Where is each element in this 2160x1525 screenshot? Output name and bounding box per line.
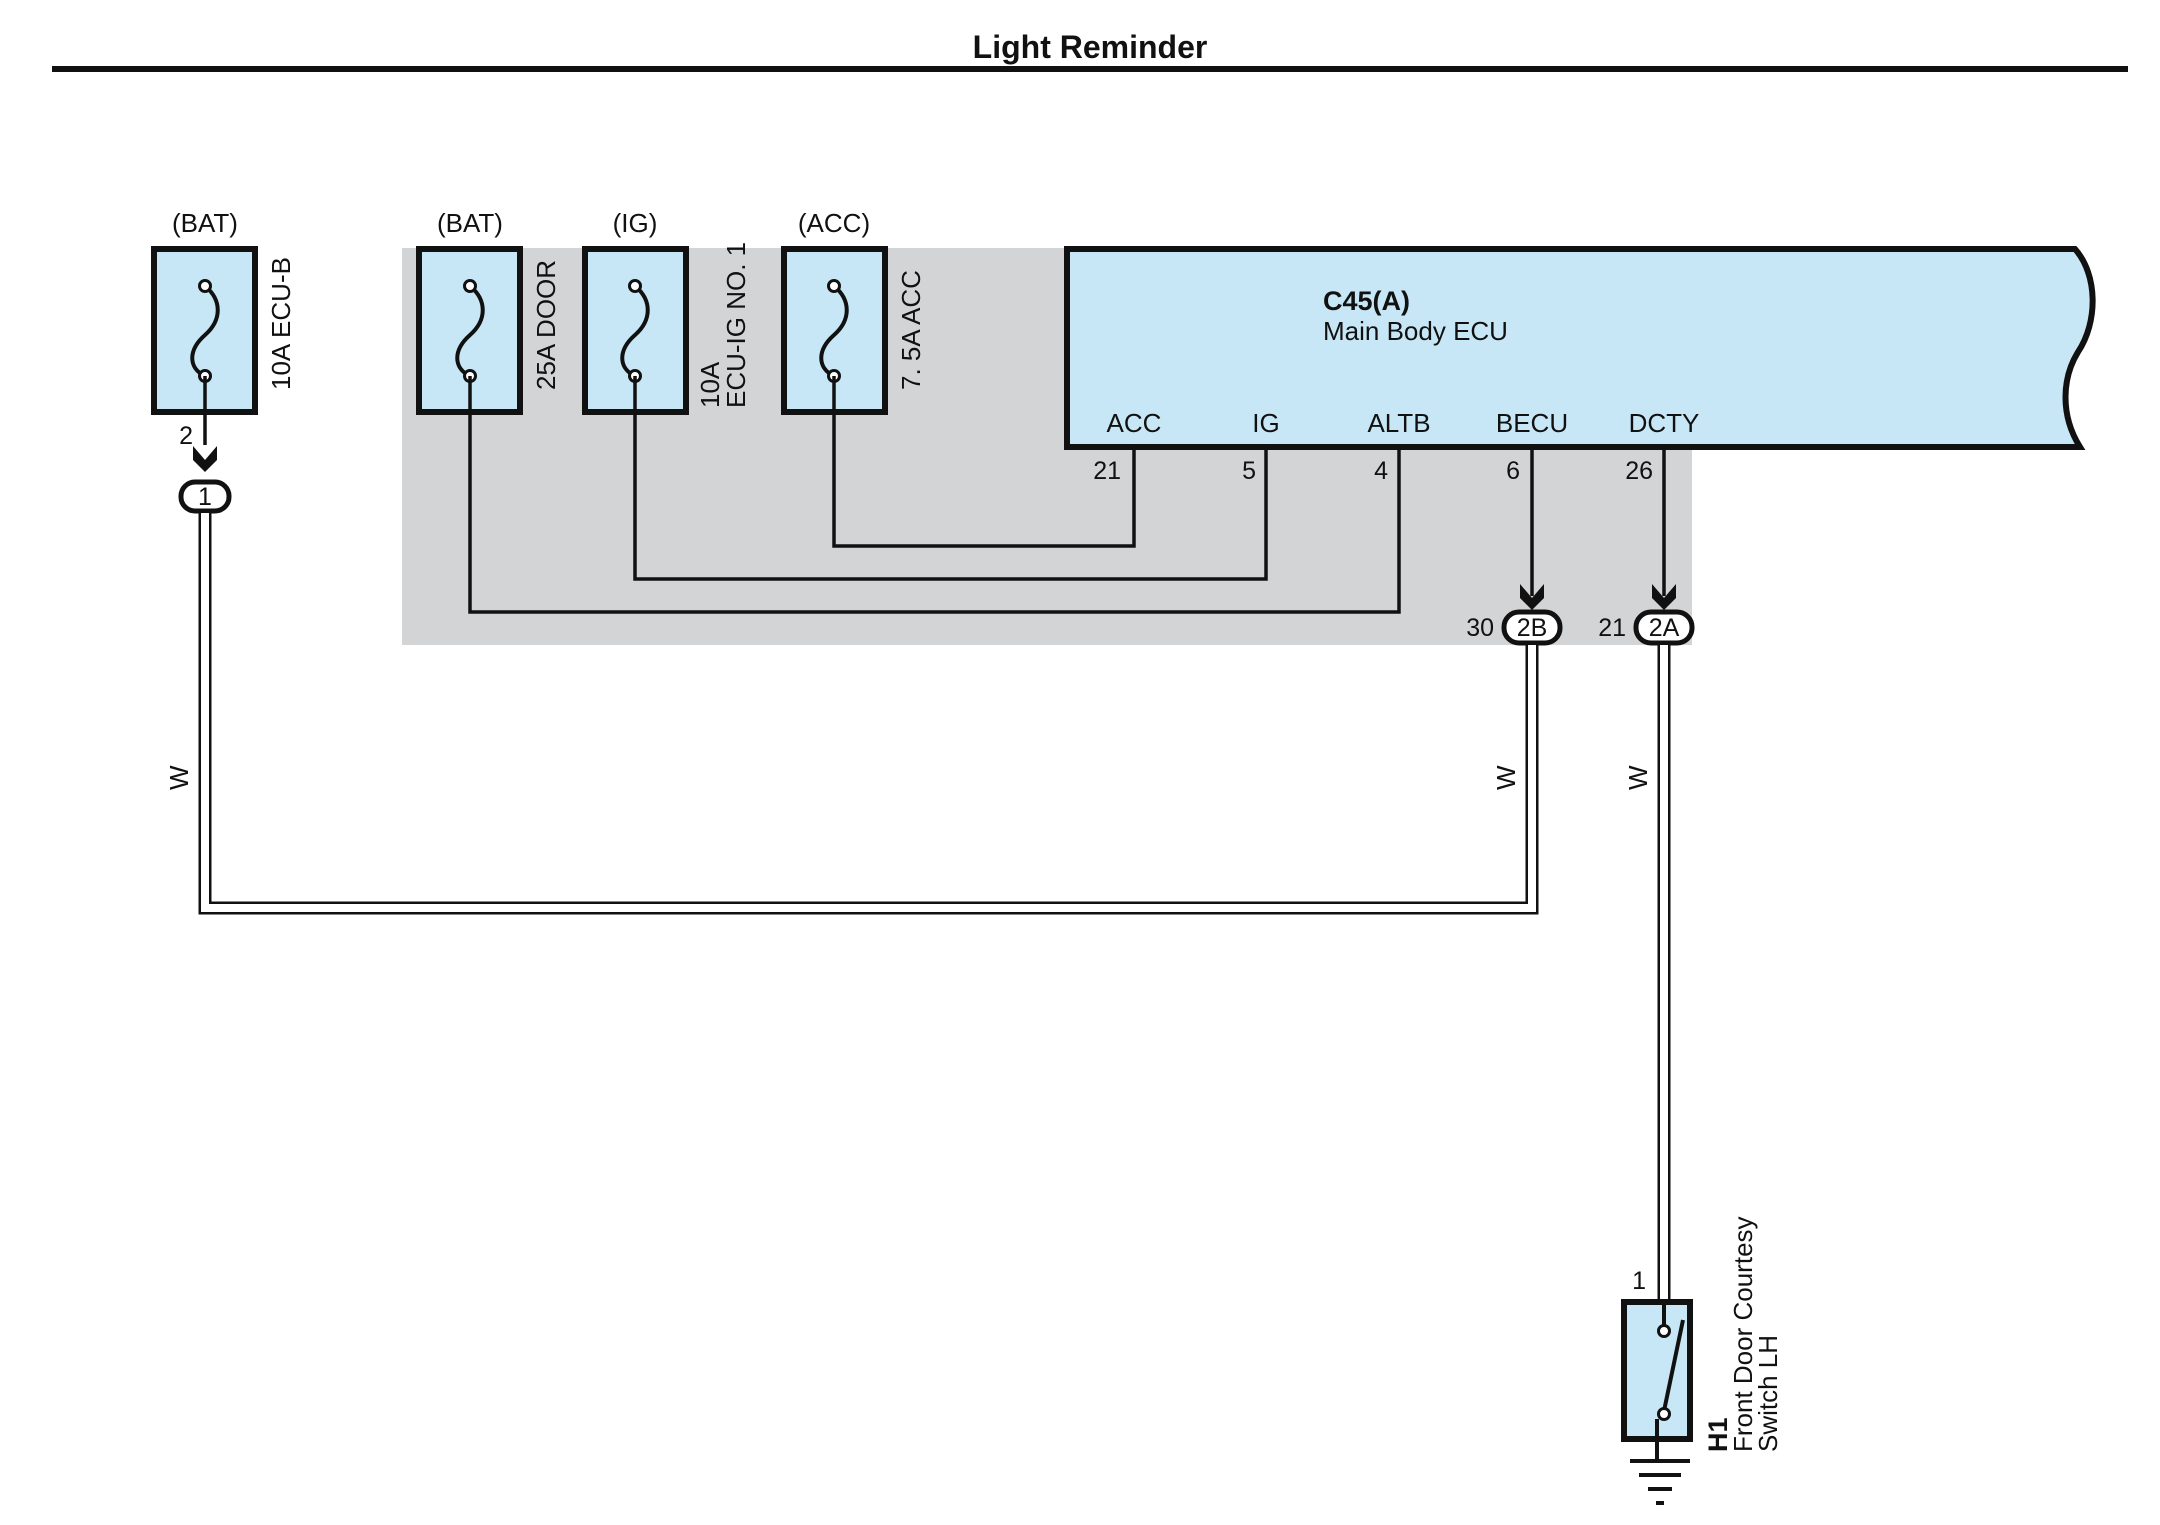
ecu-terminal-dcty: DCTY: [1629, 408, 1700, 438]
connector-2b-pin: 30: [1466, 614, 1494, 642]
wire-color-label: W: [1623, 765, 1653, 790]
fuse-ecu-b: (BAT) 10A ECU-B: [151, 208, 296, 415]
connector-2a: 21 2A: [1598, 609, 1695, 646]
connector-2b: 30 2B: [1466, 609, 1563, 646]
switch-icon: [1655, 1305, 1685, 1460]
fuse-door: (BAT) 25A DOOR: [416, 208, 561, 415]
ecu-pin-becu: 6: [1506, 457, 1520, 485]
fuse-icon: [190, 279, 220, 383]
wire-ig-internal: [633, 376, 1268, 581]
ecu-terminal-becu: BECU: [1496, 408, 1568, 438]
wire-color-label: W: [1491, 765, 1521, 790]
connector-2b-id: 2B: [1517, 614, 1548, 642]
fuse-icon: [819, 279, 849, 383]
connector-2a-id: 2A: [1649, 614, 1680, 642]
ecu-pin-dcty: 26: [1625, 457, 1653, 485]
ecu-code: C45(A): [1323, 286, 1410, 316]
fuse-door-source: (BAT): [437, 208, 503, 238]
switch-pin: 1: [1632, 1267, 1646, 1295]
ecu-pin-acc: 21: [1093, 457, 1121, 485]
wire-acc-internal: [832, 376, 1136, 548]
connector-1-pin: 2: [179, 422, 193, 450]
fuse-acc-label: 7. 5A ACC: [896, 270, 926, 390]
main-body-ecu: C45(A) Main Body ECU ACC IG ALTB BECU DC…: [1064, 246, 2096, 485]
harness-wire-ecu-b-to-2b: [198, 513, 1539, 915]
ecu-pin-altb: 4: [1374, 457, 1388, 485]
wire-color-label: W: [164, 765, 194, 790]
ecu-box: [1064, 246, 2096, 450]
fuse-ecu-ig-source: (IG): [613, 208, 658, 238]
fuse-ecu-ig: (IG) 10A ECU-IG NO. 1: [582, 208, 751, 415]
fuse-ecu-ig-label-line1: 10A: [695, 361, 725, 408]
connector-2a-pin: 21: [1598, 614, 1626, 642]
front-door-courtesy-switch: 1 H1 Front Door Courtesy Switch LH: [1621, 1216, 1783, 1505]
fuse-acc-source: (ACC): [798, 208, 870, 238]
fuse-ecu-ig-label-line2: ECU-IG NO. 1: [721, 242, 751, 408]
connector-1: 2 1: [178, 422, 232, 514]
fuse-ecu-b-label: 10A ECU-B: [266, 257, 296, 390]
ecu-terminal-acc: ACC: [1107, 408, 1162, 438]
switch-name-line1: Front Door Courtesy: [1728, 1216, 1758, 1452]
arrow-down-icon: [1520, 584, 1544, 610]
ground-icon: [1630, 1459, 1690, 1505]
ecu-terminal-ig: IG: [1252, 408, 1279, 438]
switch-name-line2: Switch LH: [1753, 1335, 1783, 1452]
arrow-down-icon: [193, 446, 217, 472]
page-title: Light Reminder: [973, 29, 1208, 65]
arrow-down-icon: [1652, 584, 1676, 610]
connector-1-id: 1: [198, 483, 212, 511]
ecu-pin-ig: 5: [1242, 457, 1256, 485]
fuse-door-label: 25A DOOR: [531, 260, 561, 390]
fuse-acc: (ACC) 7. 5A ACC: [781, 208, 926, 415]
switch-code: H1: [1703, 1417, 1733, 1452]
wire-altb-internal: [468, 376, 1401, 614]
ecu-name: Main Body ECU: [1323, 316, 1508, 346]
title-rule: [52, 66, 2128, 72]
ecu-terminal-altb: ALTB: [1367, 408, 1430, 438]
fuse-ecu-b-source: (BAT): [172, 208, 238, 238]
